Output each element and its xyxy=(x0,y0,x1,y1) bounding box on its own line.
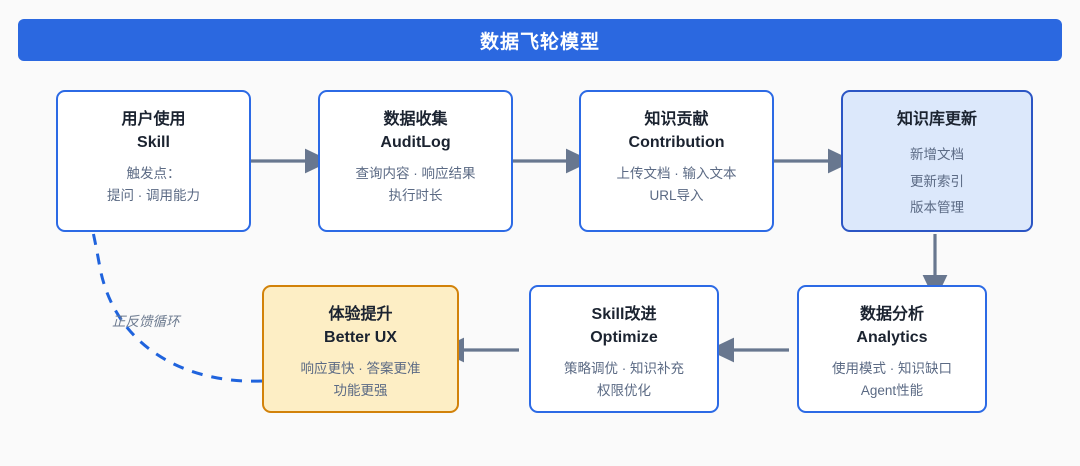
node-sub-group-skill-optimize: 策略调优 · 知识补充 权限优化 xyxy=(564,358,684,402)
node-sub-line-1-knowledge-contribution: 上传文档 · 输入文本 xyxy=(616,166,737,182)
node-sub-group-knowledge-base-update: 新增文档 更新索引 版本管理 xyxy=(910,142,964,221)
node-title-cn-data-analytics: 数据分析 xyxy=(859,306,924,323)
node-title-en-data-collection: AuditLog xyxy=(380,134,451,152)
node-sub-line-1-better-ux: 响应更快 · 答案更准 xyxy=(300,361,421,377)
node-card-data-analytics[interactable]: 数据分析 Analytics 使用模式 · 知识缺口 Agent性能 xyxy=(797,285,987,413)
node-sub-group-user-usage: 触发点： 提问 · 调用能力 xyxy=(107,163,200,207)
node-card-data-collection[interactable]: 数据收集 AuditLog 查询内容 · 响应结果 执行时长 xyxy=(318,90,513,232)
node-card-user-usage[interactable]: 用户使用 Skill 触发点： 提问 · 调用能力 xyxy=(56,90,251,232)
node-sub-line-3-knowledge-base-update: 版本管理 xyxy=(910,199,964,215)
node-sub-line-2-better-ux: 功能更强 xyxy=(333,383,388,399)
node-sub-line-2-user-usage: 提问 · 调用能力 xyxy=(107,188,200,204)
node-title-group-better-ux: 体验提升 Better UX xyxy=(324,303,397,349)
node-title-en-knowledge-contribution: Contribution xyxy=(628,134,725,152)
node-sub-line-2-knowledge-contribution: URL导入 xyxy=(649,188,704,204)
node-title-en-better-ux: Better UX xyxy=(324,329,397,347)
node-title-cn-user-usage: 用户使用 xyxy=(121,111,186,128)
node-sub-line-1-data-analytics: 使用模式 · 知识缺口 xyxy=(832,361,952,377)
node-sub-line-1-user-usage: 触发点： xyxy=(126,166,181,182)
node-title-group-skill-optimize: Skill改进 Optimize xyxy=(590,303,658,349)
node-sub-line-2-knowledge-base-update: 更新索引 xyxy=(910,173,964,189)
node-sub-group-data-collection: 查询内容 · 响应结果 执行时长 xyxy=(356,163,476,207)
node-sub-line-2-data-analytics: Agent性能 xyxy=(860,383,924,399)
node-title-group-data-analytics: 数据分析 Analytics xyxy=(856,303,927,349)
node-sub-line-1-data-collection: 查询内容 · 响应结果 xyxy=(355,166,476,182)
node-title-en-user-usage: Skill xyxy=(137,134,170,152)
node-sub-line-1-skill-optimize: 策略调优 · 知识补充 xyxy=(564,361,684,377)
node-title-en-skill-optimize: Optimize xyxy=(590,329,658,347)
node-title-cn-better-ux: 体验提升 xyxy=(328,306,393,323)
node-title-cn-skill-optimize: Skill改进 xyxy=(591,306,657,323)
node-sub-group-better-ux: 响应更快 · 答案更准 功能更强 xyxy=(301,358,421,402)
node-title-group-user-usage: 用户使用 Skill xyxy=(121,108,185,154)
node-title-cn-knowledge-contribution: 知识贡献 xyxy=(644,111,709,128)
node-sub-line-2-data-collection: 执行时长 xyxy=(388,188,443,204)
node-title-cn-knowledge-base-update: 知识库更新 xyxy=(896,111,977,128)
node-card-knowledge-base-update[interactable]: 知识库更新 新增文档 更新索引 版本管理 xyxy=(841,90,1033,232)
page-title: 数据飞轮模型 xyxy=(479,31,600,53)
node-title-cn-data-collection: 数据收集 xyxy=(383,111,448,128)
page-title-bar: 数据飞轮模型 xyxy=(18,19,1062,61)
node-title-group-data-collection: 数据收集 AuditLog xyxy=(380,108,450,154)
node-title-en-data-analytics: Analytics xyxy=(856,329,928,347)
node-card-skill-optimize[interactable]: Skill改进 Optimize 策略调优 · 知识补充 权限优化 xyxy=(529,285,719,413)
node-title-group-knowledge-contribution: 知识贡献 Contribution xyxy=(629,108,725,154)
node-sub-group-data-analytics: 使用模式 · 知识缺口 Agent性能 xyxy=(832,358,952,402)
node-card-knowledge-contribution[interactable]: 知识贡献 Contribution 上传文档 · 输入文本 URL导入 xyxy=(579,90,774,232)
node-sub-line-1-knowledge-base-update: 新增文档 xyxy=(910,147,964,163)
node-sub-group-knowledge-contribution: 上传文档 · 输入文本 URL导入 xyxy=(617,163,737,207)
node-card-better-ux[interactable]: 体验提升 Better UX 响应更快 · 答案更准 功能更强 xyxy=(262,285,459,413)
feedback-loop-label: 正反馈循环 xyxy=(112,314,180,329)
node-sub-line-2-skill-optimize: 权限优化 xyxy=(597,383,651,399)
node-title-group-knowledge-base-update: 知识库更新 xyxy=(897,108,977,131)
